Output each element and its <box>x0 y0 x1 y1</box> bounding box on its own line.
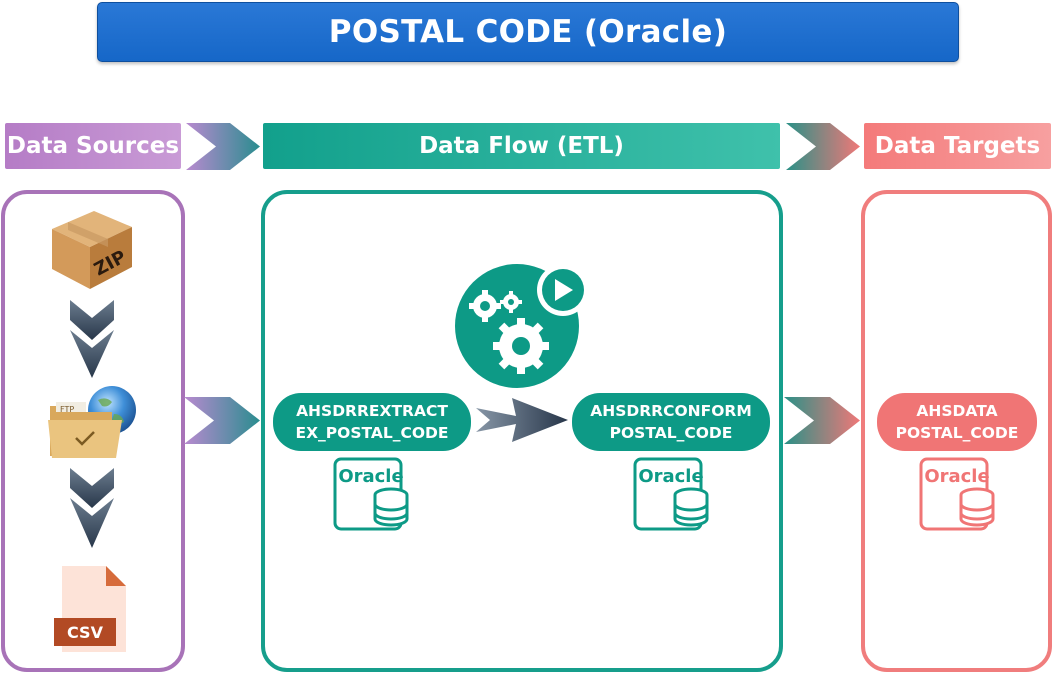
diagram-title: POSTAL CODE (Oracle) <box>97 2 959 62</box>
ftp-label: FTP <box>60 405 74 414</box>
node-label-line2: EX_POSTAL_CODE <box>295 424 449 442</box>
oracle-database-icon-2: Oracle <box>633 457 709 531</box>
zip-archive-icon: ZIP <box>52 211 132 289</box>
node-label-line1: AHSDATA <box>916 402 998 420</box>
extract-job-node: AHSDRREXTRACT EX_POSTAL_CODE <box>273 393 471 451</box>
oracle-database-icon-3: Oracle <box>919 457 995 531</box>
node-label-line2: POSTAL_CODE <box>895 424 1019 442</box>
conform-job-node: AHSDRRCONFORM POSTAL_CODE <box>572 393 770 451</box>
node-label-line1: AHSDRRCONFORM <box>590 402 752 420</box>
target-table-node: AHSDATA POSTAL_CODE <box>877 393 1037 451</box>
oracle-label: Oracle <box>338 466 403 487</box>
node-label-line2: POSTAL_CODE <box>609 424 733 442</box>
etl-process-gears-icon <box>455 264 589 388</box>
exit-chevron-arrow <box>784 397 860 444</box>
oracle-database-icon-1: Oracle <box>333 457 409 531</box>
header-data-flow: Data Flow (ETL) <box>263 123 780 169</box>
csv-file-icon: CSV <box>54 566 126 652</box>
header-data-targets: Data Targets <box>864 123 1051 169</box>
csv-label: CSV <box>67 623 104 642</box>
flow-arrow-icon <box>476 398 568 442</box>
entry-chevron-arrow <box>184 397 260 444</box>
down-arrow-icon-2 <box>70 468 114 548</box>
down-arrow-icon-1 <box>70 300 114 378</box>
ftp-folder-icon: FTP <box>48 386 136 458</box>
oracle-label: Oracle <box>638 466 703 487</box>
header-data-sources: Data Sources <box>5 123 181 169</box>
oracle-label: Oracle <box>924 466 989 487</box>
header-chevron-arrow-2 <box>786 123 860 170</box>
node-label-line1: AHSDRREXTRACT <box>296 402 448 420</box>
header-chevron-arrow-1 <box>186 123 260 170</box>
